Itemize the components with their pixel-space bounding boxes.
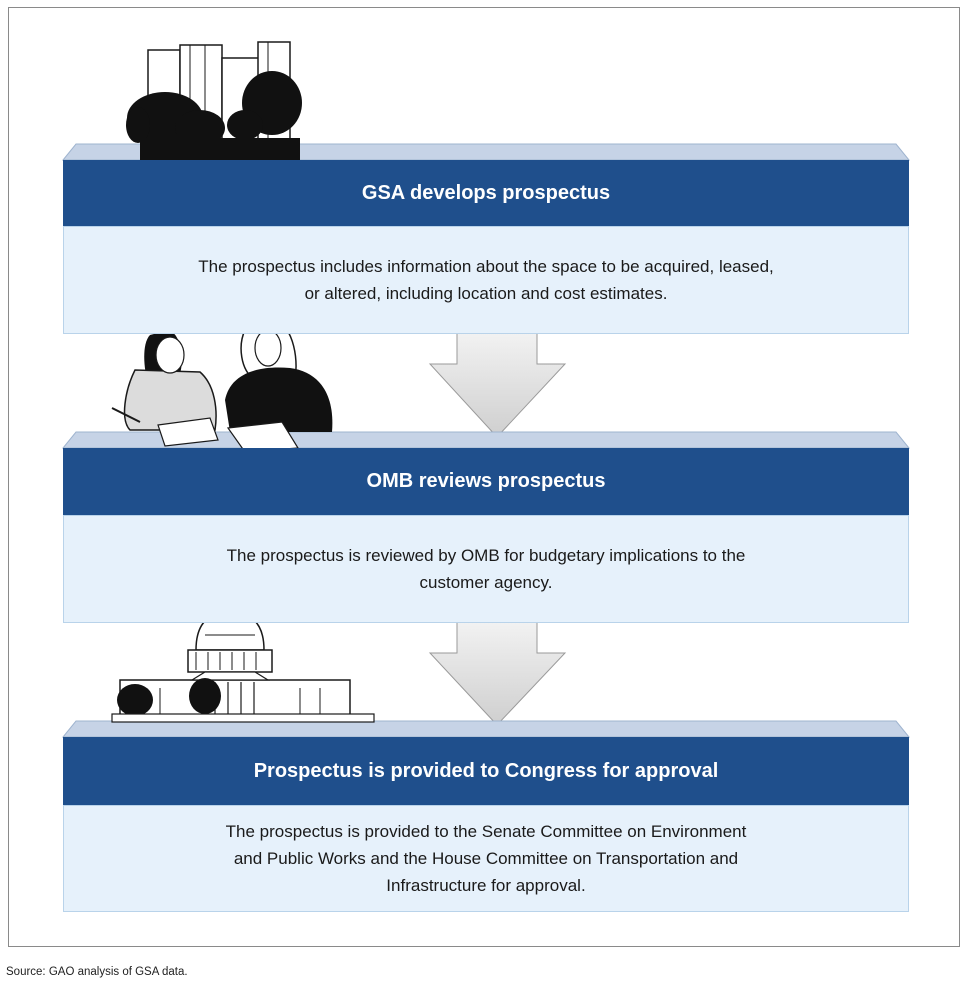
buildings-trees-icon [126,41,302,162]
step-2-title: OMB reviews prospectus [366,470,606,492]
step-3-title: Prospectus is provided to Congress for a… [253,759,719,782]
step-1-title: GSA develops prospectus [361,181,611,204]
step-2-description: The prospectus is reviewed by OMB for bu… [226,546,746,592]
bevel-top-3 [61,720,911,738]
step-2-description-box: The prospectus is reviewed by OMB for bu… [63,515,909,623]
capitol-building-icon [111,582,375,723]
step-2-header: OMB reviews prospectus [63,448,909,515]
source-note: Source: GAO analysis of GSA data. [6,966,188,978]
step-3-header: Prospectus is provided to Congress for a… [63,737,909,805]
down-arrow-2 [428,621,567,726]
step-3-description: The prospectus is provided to the Senate… [225,822,747,895]
step-3-description-box: The prospectus is provided to the Senate… [63,805,909,912]
step-1-description-box: The prospectus includes information abou… [63,226,909,334]
down-arrow-1 [428,332,567,438]
step-1-header: GSA develops prospectus [63,160,909,226]
step-1-description: The prospectus includes information abou… [198,257,774,303]
